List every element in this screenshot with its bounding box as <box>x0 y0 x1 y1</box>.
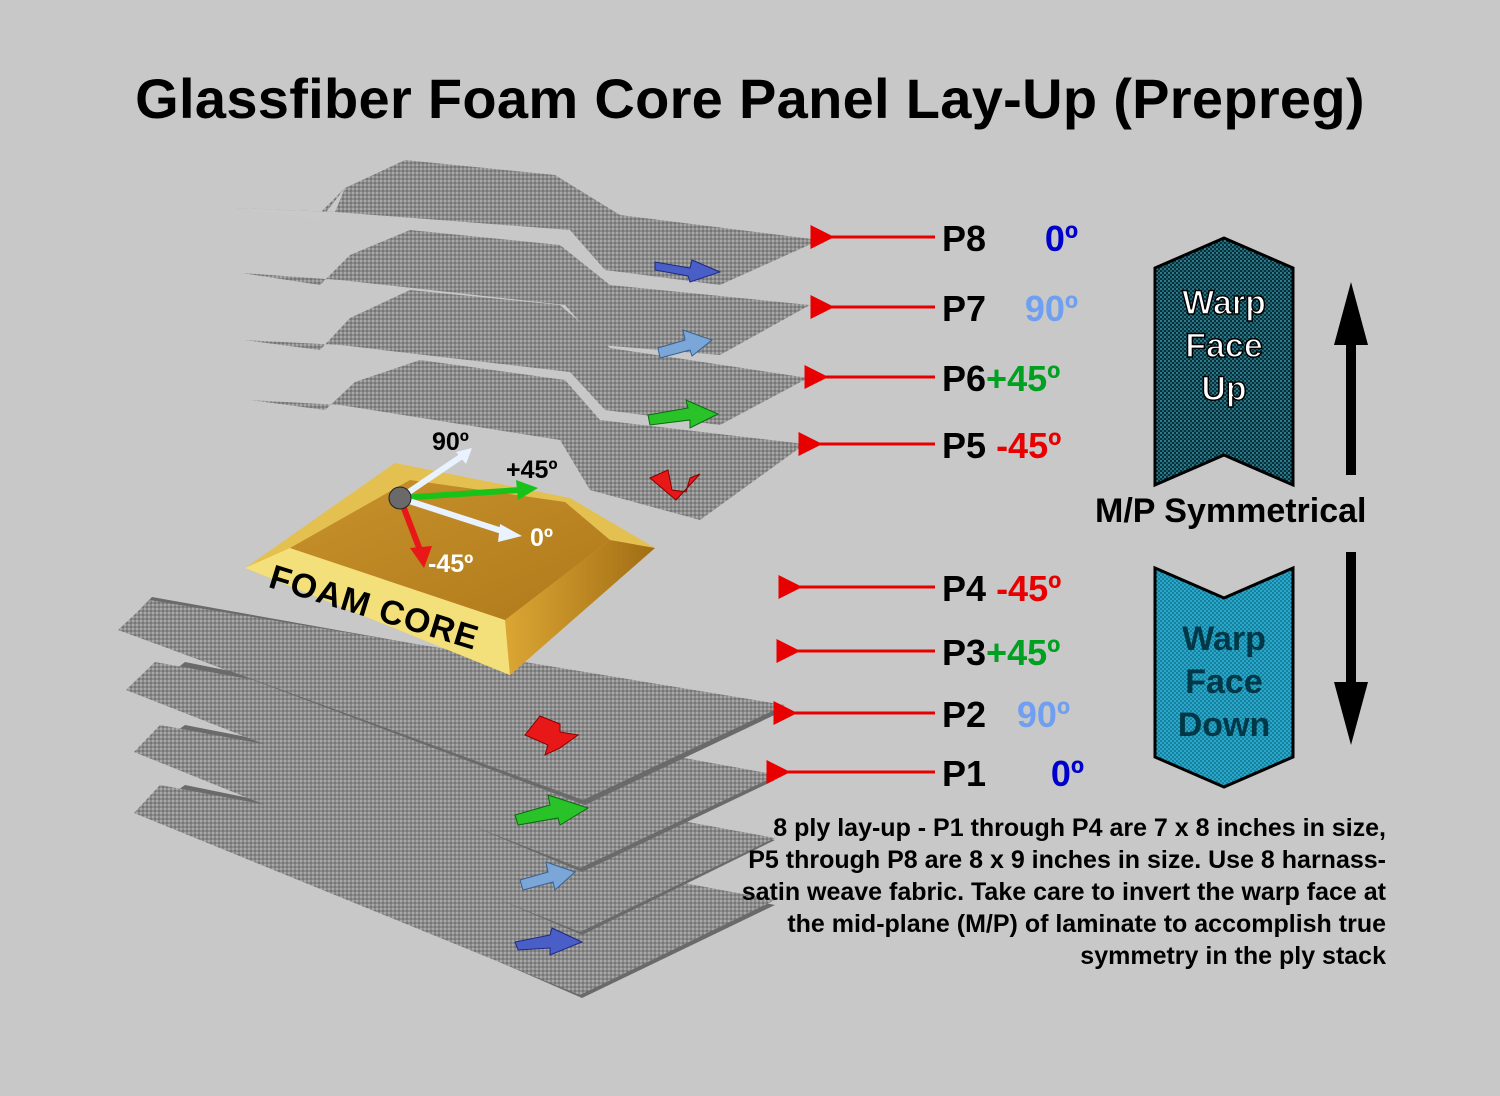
p2-orientation-arrow <box>519 861 576 891</box>
ply-label-p5: P5 -45º <box>942 425 1061 467</box>
ply-id: P6 <box>942 358 987 399</box>
warp-down-line3: Down <box>1177 706 1271 744</box>
ply-angle: 90º <box>1016 694 1071 735</box>
ply-id: P5 <box>942 425 987 466</box>
ply-label-p2: P2 90º <box>942 694 1070 736</box>
ply-label-p6: P6+45º <box>942 358 1060 400</box>
ply-label-p8: P8 0º <box>942 218 1078 260</box>
warp-up-line3: Up <box>1201 369 1248 409</box>
p7-orientation-arrow <box>657 329 714 359</box>
warp-down-line1: Warp <box>1182 620 1266 658</box>
warp-face-down-text: Warp Face Down <box>1154 618 1294 747</box>
p3-orientation-arrow <box>514 794 590 826</box>
warp-down-line2: Face <box>1185 663 1263 701</box>
ply-id: P8 <box>942 218 987 259</box>
p4-orientation-arrow <box>524 715 580 756</box>
ply-label-p3: P3+45º <box>942 632 1060 674</box>
ply-p4-sheet <box>118 597 785 805</box>
warp-up-line2: Face <box>1185 326 1264 366</box>
p6-orientation-arrow <box>647 399 720 429</box>
triad-label-90: 90º <box>432 428 469 456</box>
warp-face-up-badge <box>1153 236 1295 488</box>
ply-p2-sheet <box>134 725 775 935</box>
foam-core <box>245 463 655 675</box>
p5-orientation-arrow <box>649 469 701 501</box>
ply-id: P1 <box>942 753 987 794</box>
triad-label-plus45: +45º <box>506 456 558 484</box>
ply-id: P3 <box>942 632 987 673</box>
ply-p6-sheet <box>244 290 808 425</box>
ply-id: P7 <box>942 288 987 329</box>
ply-p7-sheet <box>242 230 810 355</box>
ply-p3-sheet <box>126 662 778 872</box>
p8-orientation-arrow <box>654 259 722 283</box>
ply-label-p4: P4 -45º <box>942 568 1061 610</box>
diagram-title: Glassfiber Foam Core Panel Lay-Up (Prepr… <box>135 67 1365 130</box>
ply-label-p7: P7 90º <box>942 288 1078 330</box>
leader-lines <box>766 225 935 784</box>
ply-angle: 90º <box>1024 288 1079 329</box>
orientation-triad <box>388 448 538 568</box>
ply-angle: 0º <box>1044 218 1079 259</box>
ply-angle: +45º <box>986 632 1061 673</box>
ply-id: P4 <box>942 568 987 609</box>
ply-label-p1: P1 0º <box>942 753 1084 795</box>
ply-angle: 0º <box>1050 753 1085 794</box>
warp-face-down-badge <box>1153 565 1295 789</box>
warp-up-line1: Warp <box>1181 283 1266 323</box>
ply-id: P2 <box>942 694 987 735</box>
ply-angle: +45º <box>986 358 1061 399</box>
warp-face-up-text: Warp Face Up <box>1154 282 1294 411</box>
ply-p8-sheet <box>236 160 820 285</box>
symmetry-down-arrow <box>1334 552 1368 745</box>
symmetry-label: M/P Symmetrical <box>1095 492 1367 530</box>
symmetry-up-arrow <box>1334 282 1368 475</box>
triad-label-0: 0º <box>530 524 554 552</box>
p1-orientation-arrow <box>514 927 584 956</box>
ply-angle: -45º <box>996 568 1062 609</box>
layup-note: 8 ply lay-up - P1 through P4 are 7 x 8 i… <box>741 814 1386 970</box>
triad-label-minus45: -45º <box>428 550 474 578</box>
ply-p1-sheet <box>134 785 775 998</box>
ply-angle: -45º <box>996 425 1062 466</box>
